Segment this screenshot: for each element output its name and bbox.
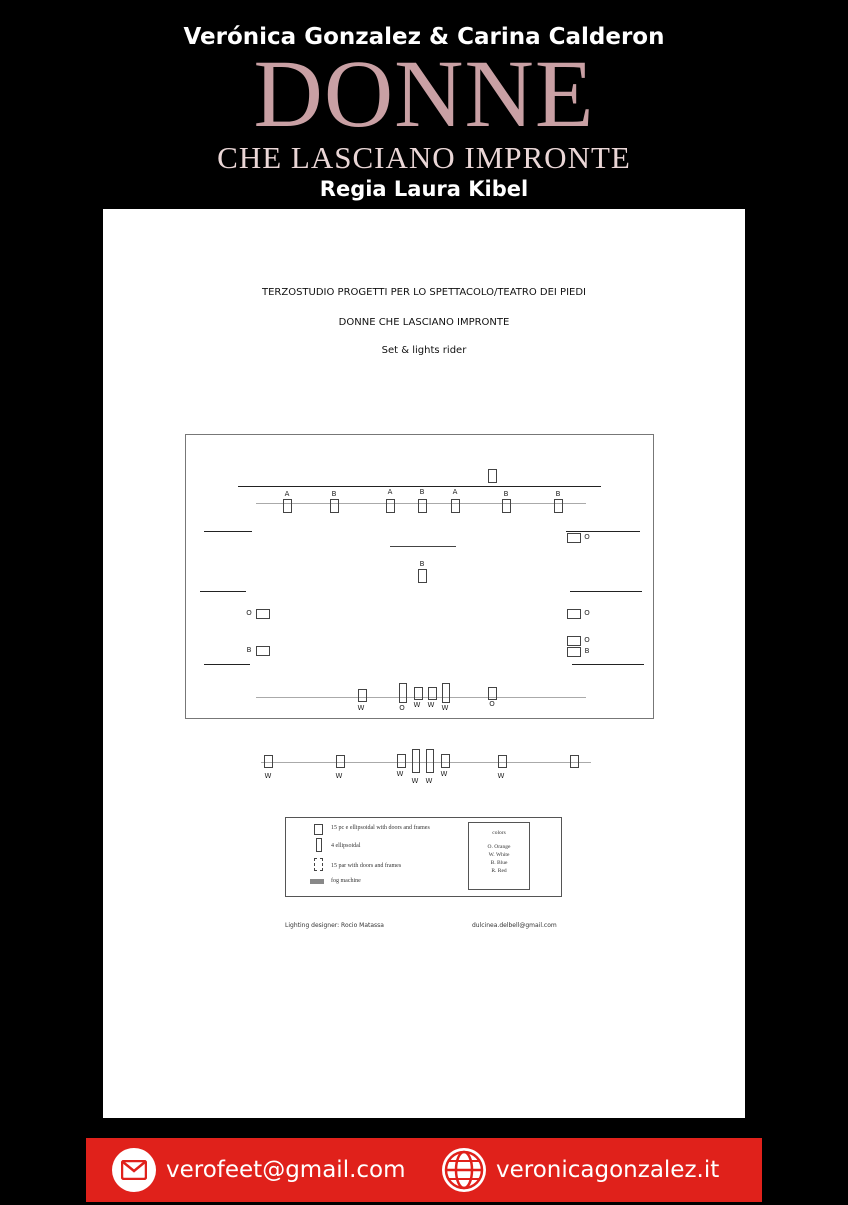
fog-machine-icon <box>310 879 324 884</box>
left-wing-3 <box>204 664 250 665</box>
envelope-icon <box>112 1148 156 1192</box>
legend-item-1: 15 pc e ellipsoidal with doors and frame… <box>331 825 430 831</box>
email-text: verofeet@gmail.com <box>166 1157 406 1183</box>
side-fixture-label: O <box>246 609 252 617</box>
fixture-icon <box>567 533 581 543</box>
fixture-icon <box>256 609 270 619</box>
side-fixture-label: B <box>584 647 590 655</box>
fog-machine-icon <box>488 469 497 483</box>
header-authors: Verónica Gonzalez & Carina Calderon <box>183 24 665 50</box>
fixture-icon <box>399 683 407 703</box>
left-wing-1 <box>204 531 252 532</box>
front-fixture-label: W <box>357 704 365 712</box>
center-batten <box>390 541 456 547</box>
fixture-icon <box>442 683 450 703</box>
right-wing-2 <box>570 591 642 592</box>
header-subtitle: CHE LASCIANO IMPRONTE <box>217 140 631 175</box>
legend-item-2: 4 ellipsoidal <box>331 843 361 849</box>
designer-email: dulcinea.delbell@gmail.com <box>472 922 557 929</box>
top-fixture-label: B <box>555 490 561 498</box>
side-fixture-label: O <box>584 609 590 617</box>
doc-line-3: Set & lights rider <box>381 345 467 356</box>
fixture-icon <box>567 636 581 646</box>
fixture-icon <box>330 499 339 513</box>
fixture-icon <box>397 754 406 768</box>
front-fixture-label: O <box>399 704 405 712</box>
doc-line-1: TERZOSTUDIO PROGETTI PER LO SPETTACOLO/T… <box>261 287 587 298</box>
color-entry: W. White <box>488 852 510 858</box>
fixture-icon <box>264 755 273 768</box>
right-wing-1 <box>566 531 640 532</box>
lower-fixture-label: W <box>396 770 404 778</box>
fixture-icon <box>567 647 581 657</box>
left-wing-2 <box>200 591 246 592</box>
top-fixture-label: A <box>284 490 290 498</box>
legend-box: 15 pc e ellipsoidal with doors and frame… <box>285 817 562 897</box>
top-fixture-label: A <box>387 488 393 496</box>
fixture-icon <box>358 689 367 702</box>
side-fixture-label: O <box>584 636 590 644</box>
fixture-icon <box>336 755 345 768</box>
lower-fixture-label: W <box>335 772 343 780</box>
color-entry: B. Blue <box>490 860 508 866</box>
lighting-designer-credit: Lighting designer: Rocio Matassa <box>285 922 384 929</box>
colors-title: colors <box>492 830 506 836</box>
front-fixture-label: W <box>441 704 449 712</box>
front-fixture-label: O <box>489 700 495 708</box>
fixture-icon <box>426 749 434 773</box>
fixture-icon <box>441 754 450 768</box>
fixture-icon <box>502 499 511 513</box>
fixture-icon <box>386 499 395 513</box>
color-entry: R. Red <box>491 868 507 874</box>
website-text: veronicagonzalez.it <box>496 1157 720 1183</box>
fixture-icon <box>428 687 437 700</box>
header-title: DONNE <box>253 40 595 147</box>
fixture-icon <box>570 755 579 768</box>
legend-item-4: fog machine <box>331 878 361 884</box>
fixture-icon <box>488 687 497 700</box>
fixture-icon <box>418 569 427 583</box>
rider-document: TERZOSTUDIO PROGETTI PER LO SPETTACOLO/T… <box>103 209 745 1118</box>
fixture-icon <box>256 646 270 656</box>
header-director: Regia Laura Kibel <box>319 177 529 201</box>
front-fixture-label: W <box>427 701 435 709</box>
par-icon <box>314 858 323 871</box>
front-fixture-label: W <box>413 701 421 709</box>
legend-item-3: 15 par with doors and frames <box>331 863 402 869</box>
color-entry: O. Orange <box>487 844 511 850</box>
top-pipe <box>238 486 601 487</box>
fixture-icon <box>412 749 420 773</box>
fixture-icon <box>498 755 507 768</box>
side-fixture-label: O <box>584 533 590 541</box>
fixture-icon <box>414 687 423 700</box>
email-link[interactable]: verofeet@gmail.com <box>112 1138 406 1202</box>
top-fixture-label: B <box>503 490 509 498</box>
front-electric <box>256 697 586 698</box>
top-fixture-label: B <box>331 490 337 498</box>
lower-fixture-label: W <box>411 777 419 785</box>
doc-line-2: DONNE CHE LASCIANO IMPRONTE <box>338 317 510 328</box>
right-wing-3 <box>572 664 644 665</box>
website-link[interactable]: veronicagonzalez.it <box>442 1138 719 1202</box>
colors-box: colors O. Orange W. White B. Blue R. Red <box>468 822 530 890</box>
lower-fixture-label: W <box>440 770 448 778</box>
lower-fixture-label: W <box>264 772 272 780</box>
ellipsoidal-icon <box>314 824 323 835</box>
contact-footer: verofeet@gmail.com veronicagonzalez.it <box>86 1138 762 1202</box>
lower-fixture-label: W <box>497 772 505 780</box>
stage-plan: A B A B A B B B O B O O O B W O <box>185 434 654 719</box>
top-fixture-label: A <box>452 488 458 496</box>
fixture-icon <box>567 609 581 619</box>
ellipsoidal-narrow-icon <box>316 838 322 852</box>
fixture-icon <box>283 499 292 513</box>
side-fixture-label: B <box>246 646 252 654</box>
fixture-icon <box>418 499 427 513</box>
lower-fixture-label: W <box>425 777 433 785</box>
center-fixture-label: B <box>419 560 425 568</box>
fixture-icon <box>554 499 563 513</box>
top-fixture-label: B <box>419 488 425 496</box>
fixture-icon <box>451 499 460 513</box>
globe-icon <box>442 1148 486 1192</box>
top-electric <box>256 503 586 504</box>
